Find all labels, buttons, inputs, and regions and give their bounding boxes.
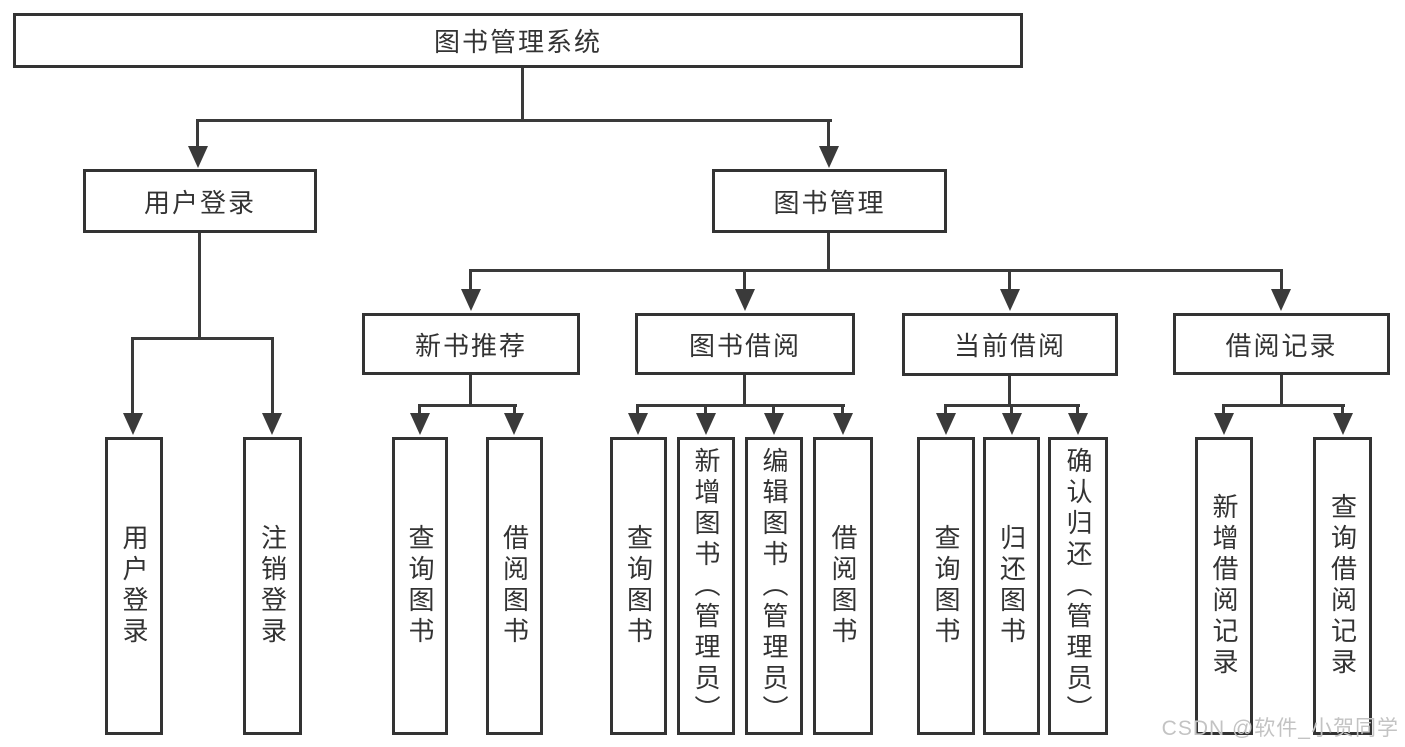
arrowhead-down (188, 146, 208, 168)
arrowhead-down (1068, 413, 1088, 435)
connector-line (271, 337, 274, 414)
leaf-add-books-admin: 新增图书（管理员） (677, 437, 735, 735)
connector-line (827, 233, 830, 271)
leaf-query-books-recommend: 查询图书 (392, 437, 448, 735)
leaf-label: 查询图书 (623, 524, 654, 648)
arrowhead-down (461, 289, 481, 311)
connector-line (1008, 269, 1011, 291)
node-user-login: 用户登录 (83, 169, 317, 233)
leaf-label: 查询图书 (931, 524, 961, 648)
leaf-borrow-books-borrow: 借阅图书 (813, 437, 873, 735)
node-current-borrowing: 当前借阅 (902, 313, 1118, 376)
connector-line (196, 119, 199, 149)
connector-line (131, 337, 134, 414)
connector-line (636, 404, 845, 407)
connector-line (1008, 376, 1011, 407)
node-borrowing-records: 借阅记录 (1173, 313, 1390, 375)
leaf-label: 查询图书 (405, 524, 435, 648)
connector-line (743, 269, 746, 291)
arrowhead-down (1214, 413, 1234, 435)
connector-line (772, 404, 775, 415)
leaf-label: 借阅图书 (828, 524, 858, 648)
connector-line (704, 404, 707, 415)
connector-line (198, 233, 201, 337)
arrowhead-down (735, 289, 755, 311)
leaf-label: 借阅图书 (499, 524, 530, 648)
arrowhead-down (1271, 289, 1291, 311)
node-book-borrowing: 图书借阅 (635, 313, 855, 375)
node-book-management: 图书管理 (712, 169, 947, 233)
leaf-label: 注销登录 (257, 524, 288, 648)
leaf-add-borrow-record: 新增借阅记录 (1195, 437, 1253, 735)
leaf-label: 归还图书 (996, 524, 1027, 648)
node-new-book-recommendation: 新书推荐 (362, 313, 580, 375)
connector-line (827, 119, 830, 149)
connector-line (418, 404, 421, 415)
connector-line (196, 119, 832, 122)
leaf-label: 新增图书（管理员） (691, 446, 721, 726)
leaf-confirm-return-admin: 确认归还（管理员） (1048, 437, 1108, 735)
leaf-label: 查询借阅记录 (1327, 493, 1358, 679)
arrowhead-down (1333, 413, 1353, 435)
connector-line (743, 375, 746, 407)
arrowhead-down (833, 413, 853, 435)
arrowhead-down (936, 413, 956, 435)
leaf-return-books: 归还图书 (983, 437, 1040, 735)
connector-line (131, 337, 274, 340)
leaf-query-borrow-record: 查询借阅记录 (1313, 437, 1372, 735)
connector-line (944, 404, 947, 415)
connector-line (418, 404, 517, 407)
arrowhead-down (1002, 413, 1022, 435)
leaf-borrow-books-recommend: 借阅图书 (486, 437, 543, 735)
connector-line (841, 404, 844, 415)
connector-line (469, 375, 472, 407)
connector-line (513, 404, 516, 415)
leaf-query-books-borrow: 查询图书 (610, 437, 667, 735)
connector-line (1010, 404, 1013, 415)
arrowhead-down (819, 146, 839, 168)
arrowhead-down (696, 413, 716, 435)
connector-line (521, 68, 524, 119)
arrowhead-down (410, 413, 430, 435)
leaf-label: 编辑图书（管理员） (759, 446, 789, 726)
connector-line (1222, 404, 1345, 407)
watermark: CSDN @软件_小贺同学 (1161, 717, 1399, 740)
leaf-label: 新增借阅记录 (1209, 493, 1239, 679)
arrowhead-down (504, 413, 524, 435)
arrowhead-down (628, 413, 648, 435)
connector-line (636, 404, 639, 415)
connector-line (1341, 404, 1344, 415)
leaf-logout-login: 注销登录 (243, 437, 302, 735)
arrowhead-down (262, 413, 282, 435)
leaf-label: 用户登录 (119, 524, 149, 648)
leaf-query-books-current: 查询图书 (917, 437, 975, 735)
connector-line (1280, 375, 1283, 407)
leaf-label: 确认归还（管理员） (1063, 446, 1093, 726)
leaf-edit-books-admin: 编辑图书（管理员） (745, 437, 803, 735)
connector-line (1280, 269, 1283, 291)
arrowhead-down (123, 413, 143, 435)
connector-line (469, 269, 472, 291)
leaf-user-login: 用户登录 (105, 437, 163, 735)
connector-line (469, 269, 1283, 272)
arrowhead-down (764, 413, 784, 435)
node-root-system: 图书管理系统 (13, 13, 1023, 68)
connector-line (1222, 404, 1225, 415)
connector-line (1076, 404, 1079, 415)
arrowhead-down (1000, 289, 1020, 311)
